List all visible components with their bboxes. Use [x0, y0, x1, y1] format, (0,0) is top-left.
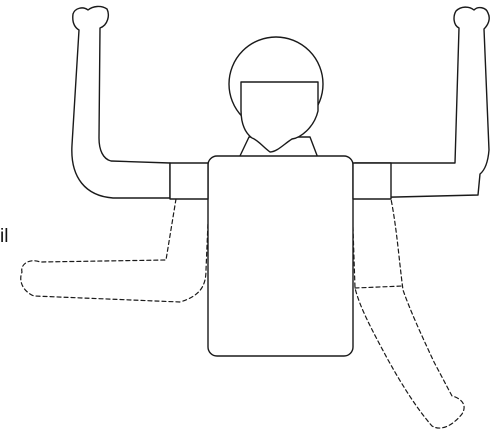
left-arm-raised [72, 6, 170, 198]
right-sleeve [353, 163, 391, 199]
right-arm-lowered-dashed [352, 199, 464, 428]
torso [208, 156, 353, 356]
left-arm-lowered-dashed [21, 199, 209, 302]
left-sleeve [170, 163, 208, 199]
right-arm-elbow-dashed [355, 286, 403, 288]
